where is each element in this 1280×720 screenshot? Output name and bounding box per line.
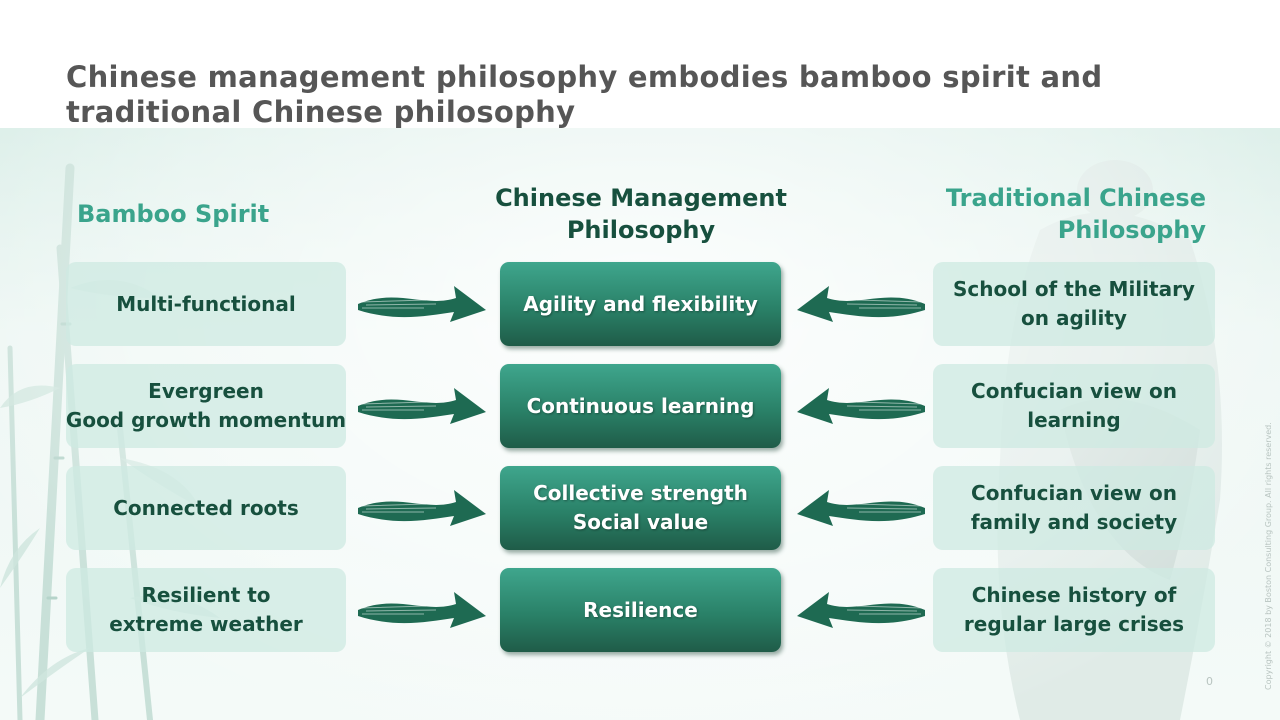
- bamboo-spirit-header: Bamboo Spirit: [77, 200, 270, 228]
- management-principle-box: Agility and flexibility: [500, 262, 781, 346]
- bamboo-spirit-label: Evergreen Good growth momentum: [65, 379, 347, 432]
- traditional-philosophy-label: Chinese history of regular large crises: [963, 583, 1185, 636]
- bamboo-spirit-box: Multi-functional: [66, 262, 346, 346]
- brush-arrow-left-icon: [797, 490, 925, 526]
- bamboo-spirit-box: Evergreen Good growth momentum: [66, 364, 346, 448]
- bamboo-spirit-label: Multi-functional: [116, 291, 296, 316]
- brush-arrow-right-icon: [358, 490, 486, 526]
- traditional-philosophy-box: Chinese history of regular large crises: [933, 568, 1215, 652]
- slide-title: Chinese management philosophy embodies b…: [66, 60, 1103, 129]
- management-principle-label: Resilience: [583, 597, 698, 622]
- bamboo-spirit-label: Connected roots: [113, 495, 299, 520]
- management-principle-box: Resilience: [500, 568, 781, 652]
- traditional-philosophy-label: Confucian view on family and society: [970, 481, 1178, 534]
- traditional-philosophy-box: Confucian view on learning: [933, 364, 1215, 448]
- traditional-philosophy-box: School of the Military on agility: [933, 262, 1215, 346]
- management-philosophy-header: Chinese Management Philosophy: [495, 184, 787, 244]
- bamboo-spirit-box: Resilient to extreme weather: [66, 568, 346, 652]
- management-principle-label: Collective strength Social value: [533, 481, 748, 534]
- traditional-philosophy-label: Confucian view on learning: [971, 379, 1177, 432]
- brush-arrow-right-icon: [358, 388, 486, 424]
- traditional-philosophy-header: Traditional Chinese Philosophy: [945, 184, 1206, 244]
- management-principle-label: Agility and flexibility: [523, 291, 758, 316]
- page-number: 0: [1206, 675, 1213, 688]
- brush-arrow-right-icon: [358, 592, 486, 628]
- brush-arrow-left-icon: [797, 592, 925, 628]
- management-principle-box: Collective strength Social value: [500, 466, 781, 550]
- brush-arrow-left-icon: [797, 388, 925, 424]
- traditional-philosophy-label: School of the Military on agility: [953, 277, 1195, 330]
- bamboo-spirit-box: Connected roots: [66, 466, 346, 550]
- brush-arrow-left-icon: [797, 286, 925, 322]
- management-principle-box: Continuous learning: [500, 364, 781, 448]
- copyright-notice: Copyright © 2018 by Boston Consulting Gr…: [1264, 422, 1273, 690]
- brush-arrow-right-icon: [358, 286, 486, 322]
- management-principle-label: Continuous learning: [526, 393, 755, 418]
- traditional-philosophy-box: Confucian view on family and society: [933, 466, 1215, 550]
- bamboo-spirit-label: Resilient to extreme weather: [109, 583, 303, 636]
